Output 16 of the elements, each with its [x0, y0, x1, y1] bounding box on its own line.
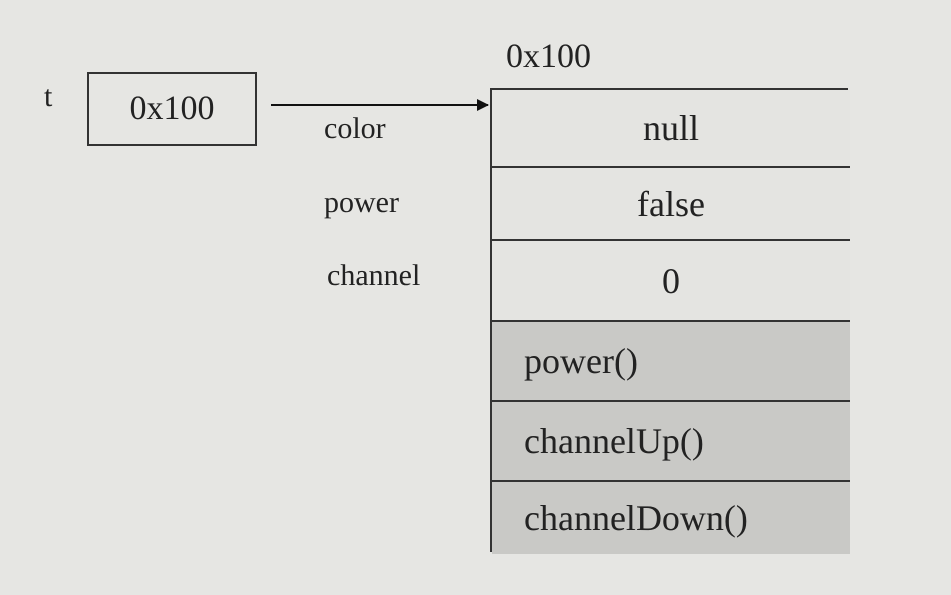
method-row: [492, 320, 850, 400]
method-row: [492, 400, 850, 480]
field-value: null: [642, 107, 699, 149]
field-value: false: [637, 182, 705, 224]
address-label: 0x100: [506, 38, 591, 76]
address-text: 0x100: [130, 90, 214, 128]
reference-arrow: [271, 99, 489, 111]
variable-name: t: [44, 80, 52, 114]
method-name: channelDown(): [524, 497, 748, 539]
field-name: channel: [327, 259, 420, 293]
method-name: channelUp(): [524, 420, 704, 462]
method-row: [492, 480, 850, 554]
method-name: power(): [524, 340, 638, 382]
field-name: power: [324, 186, 399, 220]
field-value: 0: [662, 260, 680, 302]
field-name: color: [324, 112, 386, 146]
